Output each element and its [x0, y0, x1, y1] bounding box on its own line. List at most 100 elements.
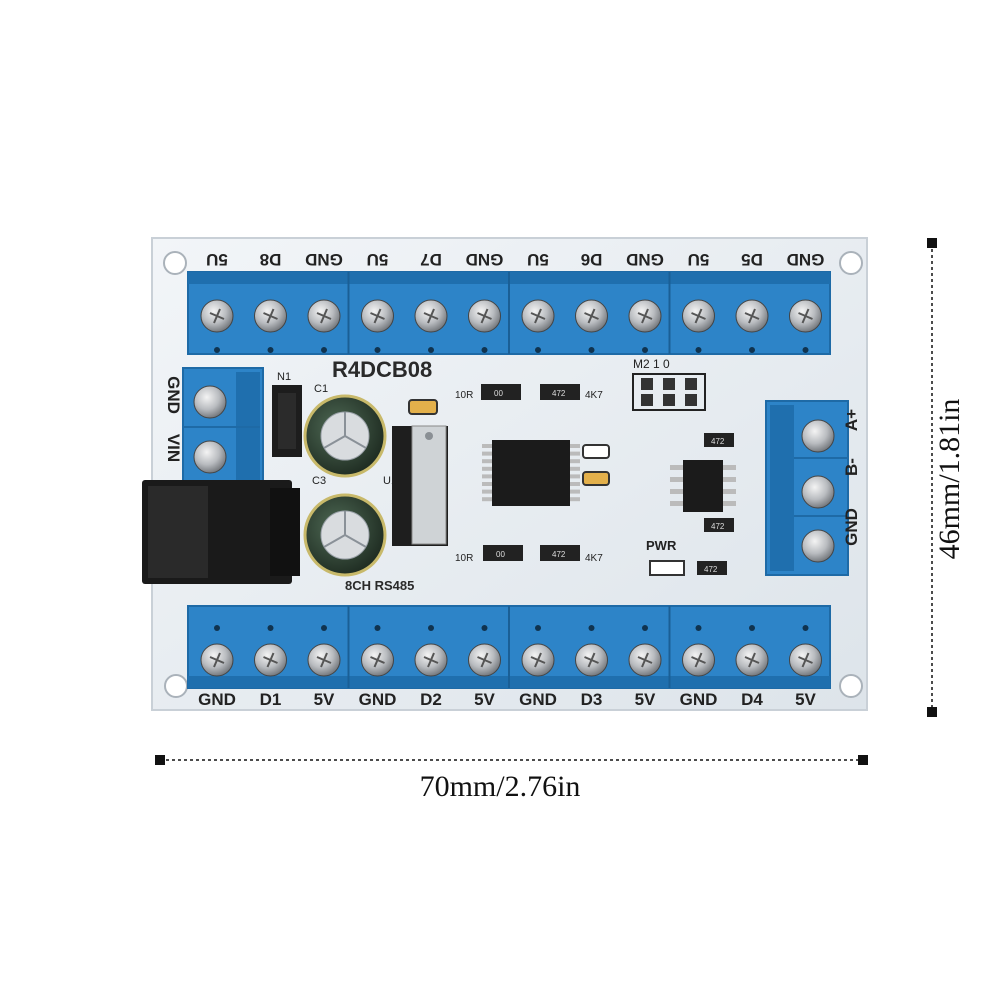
terminal-hole — [267, 625, 274, 631]
bottom-pin-label: GND — [519, 690, 557, 709]
silk-4k7: 4K7 — [585, 390, 603, 401]
voltage-regulator — [392, 425, 448, 546]
terminal-hole — [802, 625, 809, 631]
silk-4k7: 4K7 — [585, 553, 603, 564]
driver-ic — [670, 460, 736, 512]
screw-slot — [209, 308, 225, 324]
terminal-hole — [695, 347, 702, 353]
terminal-hole — [749, 347, 755, 353]
screw-slot — [370, 308, 385, 324]
resistor-array: 472 — [540, 384, 580, 400]
terminal-hole — [214, 625, 220, 631]
terminal-hole — [642, 625, 648, 631]
screw-slot — [530, 308, 546, 324]
terminal-screw — [801, 529, 835, 563]
mounting-hole — [164, 674, 188, 698]
top-pin-label: 5U — [688, 250, 710, 269]
silk-c3: C3 — [312, 475, 326, 487]
screw-slot — [477, 652, 492, 668]
top-pin-label: D8 — [260, 250, 282, 269]
ic-pin — [570, 497, 580, 502]
screw-slot — [637, 652, 653, 668]
capacitor — [303, 493, 387, 577]
svg-text:472: 472 — [704, 565, 718, 574]
terminal-hole — [374, 347, 381, 353]
top-pin-label: 5U — [527, 250, 549, 269]
top-pin-label: D7 — [420, 250, 442, 269]
terminal-hole — [695, 625, 702, 631]
board-model: R4DCB08 — [332, 357, 432, 382]
height-dimension-label: 46mm/1.81in — [933, 398, 966, 560]
top-pin-label: D5 — [741, 250, 763, 269]
terminal-hole — [428, 347, 434, 353]
ic-pin — [570, 451, 580, 456]
mounting-hole — [163, 251, 187, 275]
left-label-gnd: GND — [164, 376, 183, 414]
smd-component — [582, 444, 610, 459]
mounting-hole — [839, 674, 863, 698]
ic-pin — [482, 459, 492, 464]
main-ic — [482, 440, 580, 506]
terminal-hole — [481, 625, 488, 631]
silk-10r: 10R — [455, 553, 473, 564]
resistor-array: 00 — [481, 384, 521, 400]
svg-text:472: 472 — [711, 437, 725, 446]
terminal-hole — [321, 625, 327, 631]
width-dimension-line — [155, 755, 868, 765]
pin-header — [632, 373, 706, 411]
capacitor — [303, 394, 387, 478]
ic-pin — [482, 482, 492, 486]
terminal-hole — [802, 347, 809, 353]
top-terminal-block — [187, 271, 831, 355]
terminal-hole — [642, 347, 648, 353]
top-pin-label: GND — [787, 250, 825, 269]
bottom-pin-label: D4 — [741, 690, 763, 709]
bottom-terminal-block — [187, 605, 831, 689]
smd-resistor: 472 — [697, 561, 727, 575]
ic-pin — [482, 474, 492, 479]
ic-pin — [570, 459, 580, 464]
ic-pin — [482, 444, 492, 448]
terminal-hole — [321, 347, 327, 353]
terminal-screw — [193, 385, 227, 419]
terminal-hole — [535, 625, 541, 631]
screw-slot — [477, 308, 492, 324]
screw-slot — [530, 652, 546, 668]
smd-component — [582, 471, 610, 486]
bottom-pin-label: 5V — [795, 690, 816, 709]
smd-resistor: 472 — [704, 433, 734, 447]
top-pin-label: GND — [466, 250, 504, 269]
screw-slot — [691, 308, 706, 324]
terminal-hole — [481, 347, 488, 353]
screw-slot — [637, 308, 653, 324]
smd-resistor: 472 — [704, 518, 734, 532]
terminal-hole — [374, 625, 381, 631]
top-pin-label: 5U — [367, 250, 389, 269]
silk-10r: 10R — [455, 390, 473, 401]
screw-slot — [798, 308, 813, 324]
top-pin-label: GND — [305, 250, 343, 269]
bottom-pin-label: D3 — [581, 690, 603, 709]
mounting-hole — [839, 251, 863, 275]
top-pin-label: D6 — [581, 250, 603, 269]
screw-slot — [263, 308, 278, 324]
terminal-hole — [214, 347, 220, 353]
silk-pwr: PWR — [646, 538, 677, 553]
power-terminal-block — [182, 367, 264, 487]
screw-slot — [263, 652, 278, 668]
ic-pin — [482, 497, 492, 502]
dc-barrel-jack — [142, 480, 300, 584]
screw-slot — [584, 652, 599, 668]
silk-header: M2 1 0 — [633, 357, 670, 371]
ic-pin — [570, 489, 580, 494]
left-label-vin: VIN — [164, 434, 183, 462]
height-dimension-line — [927, 238, 937, 717]
screw-slot — [584, 308, 599, 324]
rs485-terminal-block — [765, 400, 849, 576]
terminal-screw — [193, 440, 227, 474]
ic-pin — [570, 466, 580, 471]
resistor-array: 472 — [540, 545, 580, 561]
screw-slot — [691, 652, 706, 668]
